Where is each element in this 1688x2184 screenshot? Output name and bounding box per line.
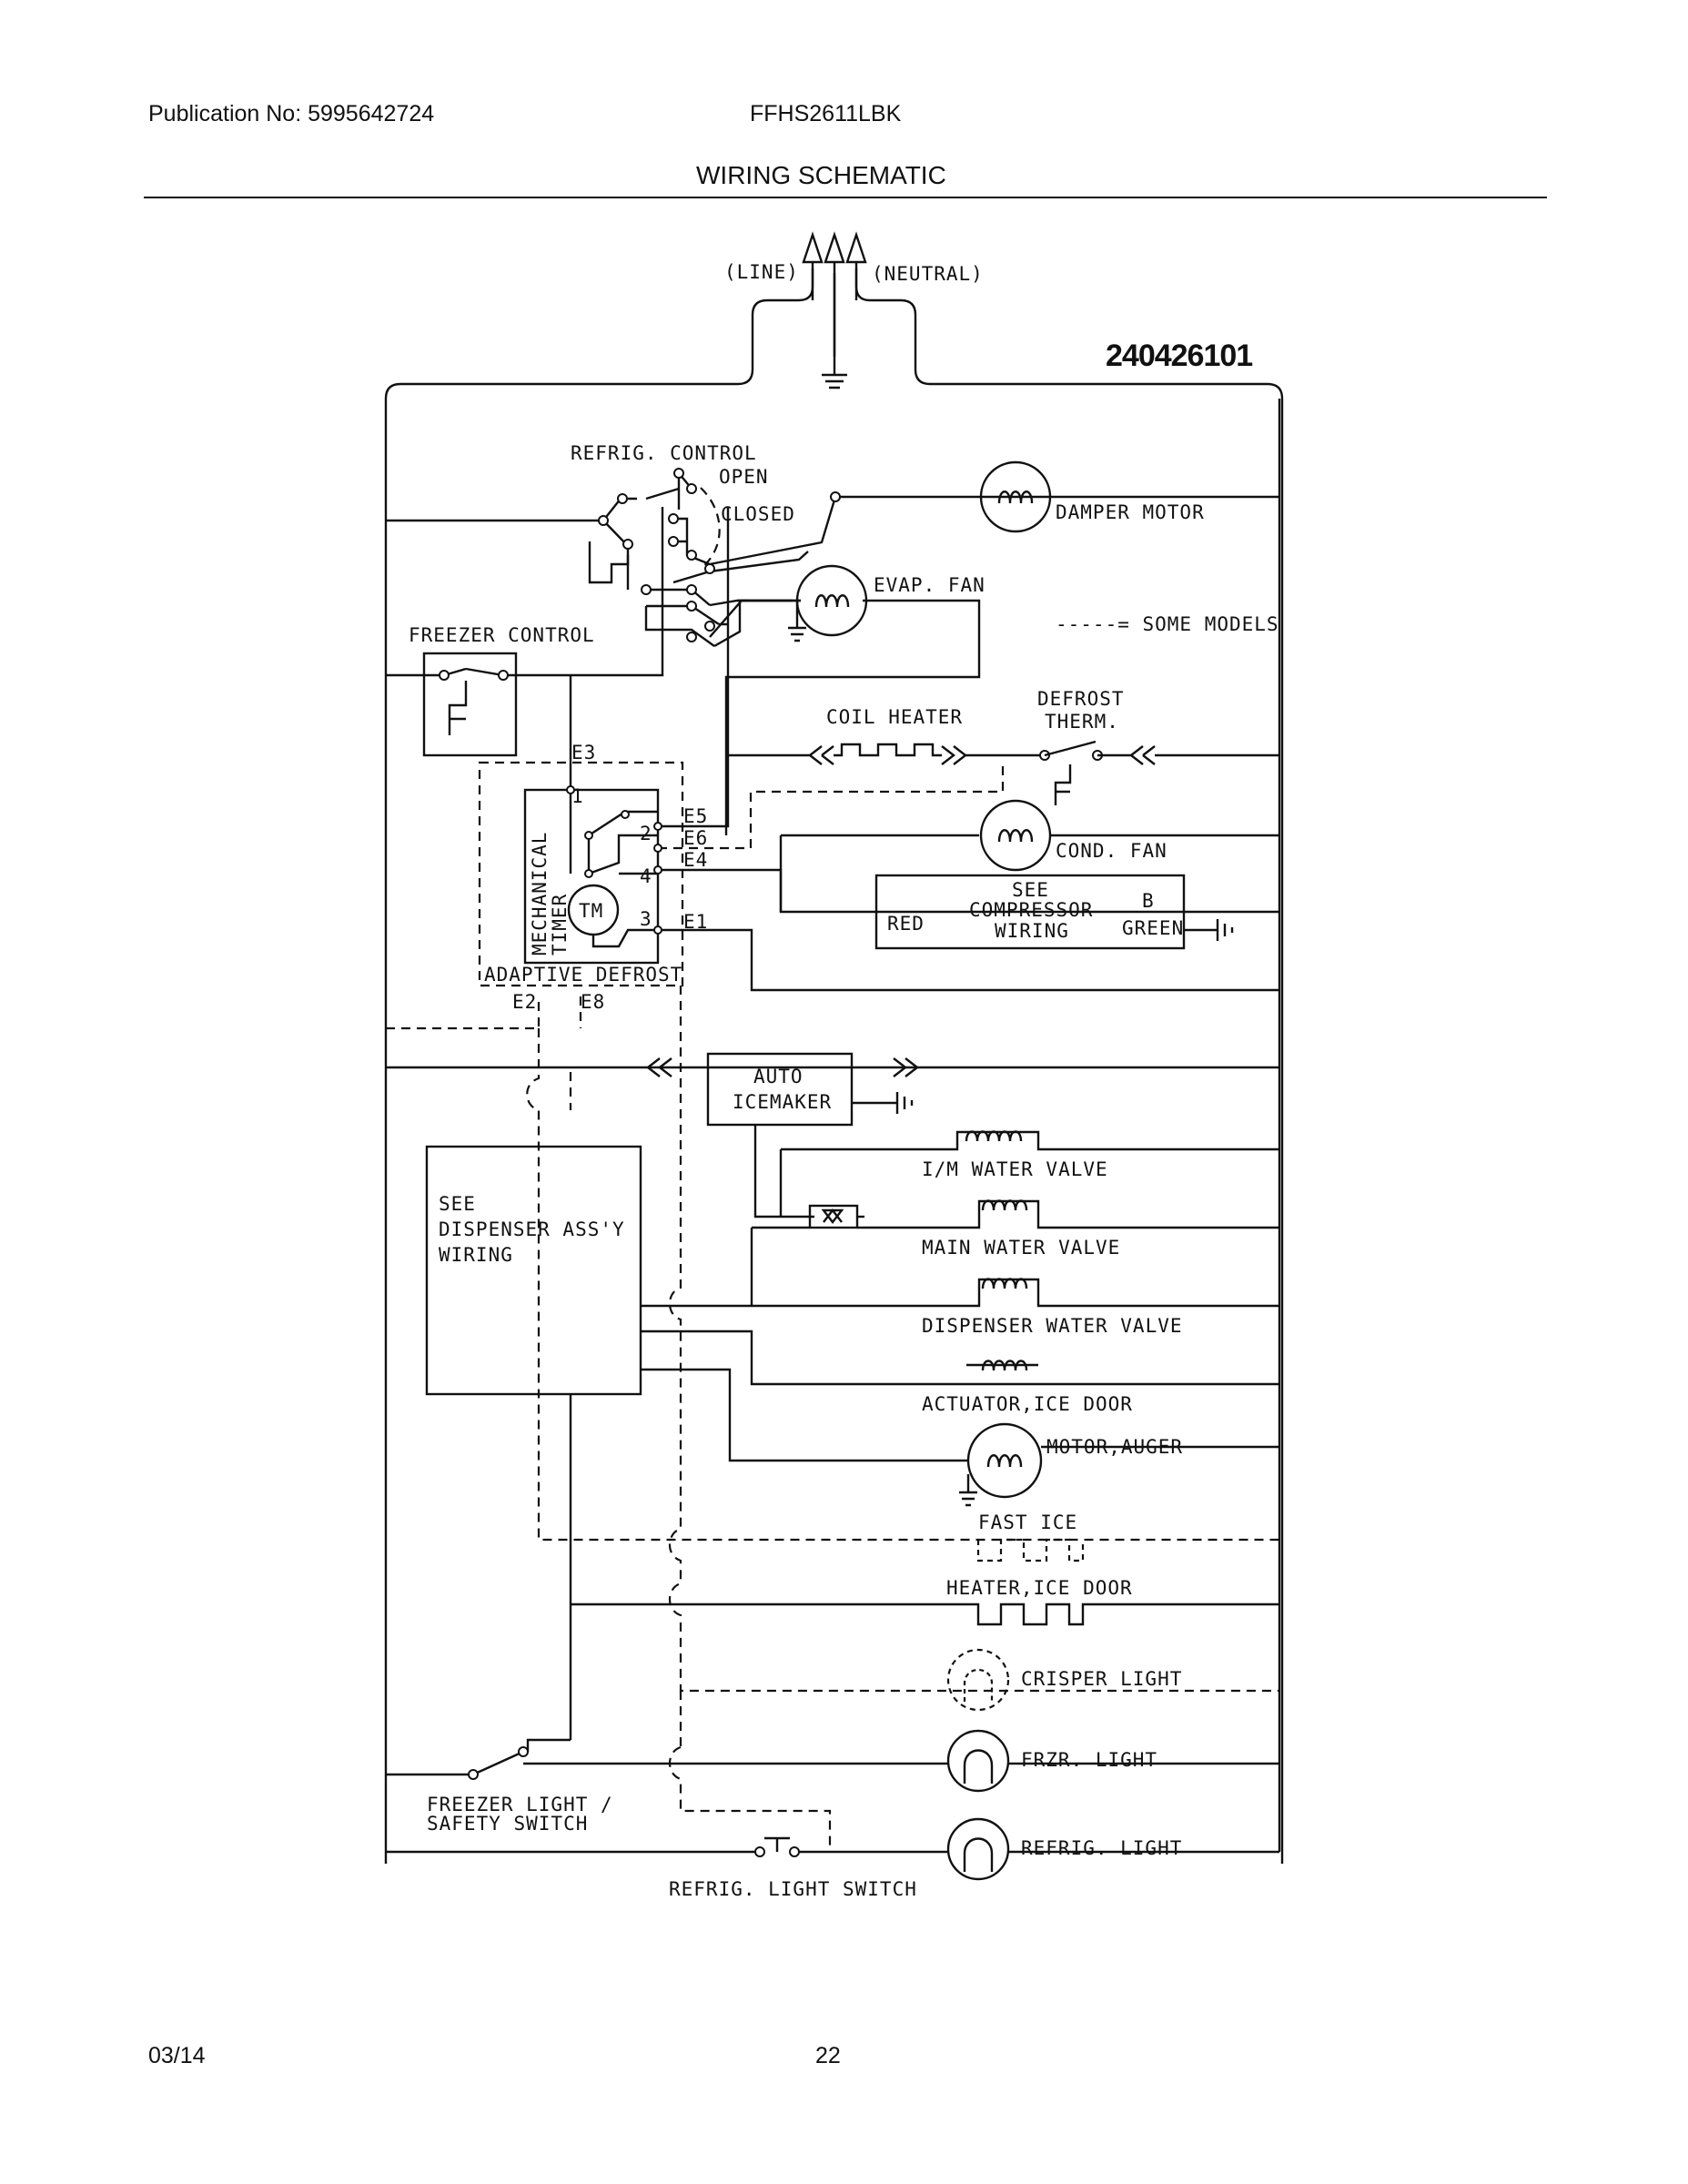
- frzr-light-label: FRZR. LIGHT: [1021, 1749, 1157, 1771]
- t4-label: 4: [640, 865, 652, 887]
- fast-ice: FAST ICE: [976, 1512, 1085, 1562]
- header-rule: [144, 197, 1547, 198]
- neutral-rail: [386, 399, 1281, 1852]
- icemaker-label-2: ICEMAKER: [733, 1091, 832, 1113]
- actuator-ice-door-label: ACTUATOR,ICE DOOR: [922, 1393, 1133, 1415]
- icemaker-label-1: AUTO: [753, 1066, 804, 1087]
- freezer-control-label: FREEZER CONTROL: [409, 624, 595, 646]
- timer-label: TIMER: [549, 894, 571, 956]
- im-water-valve-label: I/M WATER VALVE: [922, 1158, 1108, 1180]
- line-label: (LINE): [724, 261, 799, 283]
- coil-heater-label: COIL HEATER: [826, 706, 963, 728]
- compressor-wiring: SEE COMPRESSOR WIRING RED B GREEN: [874, 874, 1234, 950]
- coil-heater: COIL HEATER: [728, 706, 1045, 765]
- e4-label: E4: [683, 849, 708, 871]
- adaptive-defrost: E3 1 2 4 3 E5 E6 E4 E1 ADAPTIVE DEFROST …: [386, 507, 1279, 1110]
- heater-ice-door: HEATER,ICE DOOR: [571, 1577, 1279, 1626]
- crisper-light: CRISPER LIGHT: [946, 1648, 1182, 1712]
- mechanical-label: MECHANICAL: [529, 832, 551, 956]
- defrost-thermostat: DEFROST THERM.: [1037, 688, 1279, 805]
- dispenser-label-3: WIRING: [439, 1244, 513, 1266]
- motor-auger: MOTOR,AUGER: [959, 1422, 1279, 1507]
- refrig-light-label: REFRIG. LIGHT: [1021, 1837, 1182, 1859]
- tm-label: TM: [579, 900, 603, 922]
- e8-label: E8: [581, 991, 605, 1013]
- dispenser-box: SEE DISPENSER ASS'Y WIRING: [425, 1145, 968, 1740]
- e3-label: E3: [571, 742, 596, 763]
- page-title: WIRING SCHEMATIC: [696, 161, 946, 189]
- power-inlet: (LINE) (NEUTRAL) 240426101: [384, 231, 1284, 1864]
- freezer-light-switch-label-2: SAFETY SWITCH: [427, 1813, 588, 1835]
- defrost-therm-label-1: DEFROST: [1037, 688, 1125, 710]
- e2-label: E2: [512, 991, 537, 1013]
- auto-icemaker: AUTO ICEMAKER: [647, 1052, 919, 1218]
- freezer-light: FRZR. LIGHT FREEZER LIGHT / SAFETY SWITC…: [386, 1729, 1279, 1835]
- fast-ice-label: FAST ICE: [978, 1512, 1077, 1533]
- damper-motor: DAMPER MOTOR: [979, 460, 1205, 533]
- compressor-green-label: GREEN: [1122, 917, 1184, 939]
- model-number: FFHS2611LBK: [750, 101, 902, 126]
- heater-ice-door-label: HEATER,ICE DOOR: [946, 1577, 1133, 1599]
- compressor-b-label: B: [1142, 890, 1155, 912]
- damper-motor-label: DAMPER MOTOR: [1056, 501, 1205, 523]
- cond-fan-label: COND. FAN: [1056, 840, 1167, 862]
- refrig-control: REFRIG. CONTROL OPEN CLOSED: [386, 442, 1279, 648]
- t3-label: 3: [640, 908, 652, 930]
- compressor-red-label: RED: [887, 913, 925, 935]
- open-label: OPEN: [719, 466, 769, 488]
- footer-date: 03/14: [148, 2043, 206, 2068]
- publication-number: Publication No: 5995642724: [148, 101, 435, 126]
- freezer-control: FREEZER CONTROL: [386, 507, 664, 790]
- refrig-light: REFRIG. LIGHT REFRIG. LIGHT SWITCH: [386, 1817, 1279, 1900]
- condenser-fan: COND. FAN: [779, 799, 1279, 912]
- adaptive-defrost-label: ADAPTIVE DEFROST: [484, 964, 682, 986]
- dispenser-label-2: DISPENSER ASS'Y: [439, 1218, 625, 1240]
- crisper-light-label: CRISPER LIGHT: [1021, 1668, 1182, 1690]
- dispenser-water-valve-label: DISPENSER WATER VALVE: [922, 1315, 1183, 1337]
- t2-label: 2: [640, 823, 652, 844]
- refrig-light-switch-label: REFRIG. LIGHT SWITCH: [669, 1878, 917, 1900]
- compressor-label-2: COMPRESSOR: [969, 899, 1093, 921]
- e6-label: E6: [683, 827, 708, 849]
- dispenser-label-1: SEE: [439, 1193, 476, 1215]
- footer-page-number: 22: [815, 2043, 841, 2068]
- motor-auger-label: MOTOR,AUGER: [1046, 1436, 1183, 1458]
- neutral-label: (NEUTRAL): [872, 263, 984, 285]
- main-water-valve-label: MAIN WATER VALVE: [922, 1237, 1120, 1259]
- legend-label: -----= SOME MODELS: [1056, 613, 1279, 635]
- water-valves: I/M WATER VALVE MAIN WATER VALVE DISPENS…: [641, 1130, 1279, 1415]
- e5-label: E5: [683, 805, 708, 827]
- closed-label: CLOSED: [721, 503, 795, 525]
- fast-ice-rail: [526, 1028, 1279, 1542]
- freezer-light-switch-label-1: FREEZER LIGHT /: [427, 1794, 613, 1815]
- evap-fan: EVAP. FAN: [709, 564, 986, 835]
- compressor-label-3: WIRING: [995, 920, 1069, 942]
- evap-fan-label: EVAP. FAN: [874, 574, 986, 596]
- compressor-label-1: SEE: [1012, 879, 1049, 901]
- defrost-therm-label-2: THERM.: [1045, 711, 1119, 733]
- refrig-light-switch-rail: [668, 1745, 832, 1847]
- refrig-control-label: REFRIG. CONTROL: [571, 442, 757, 464]
- part-number: 240426101: [1106, 339, 1252, 373]
